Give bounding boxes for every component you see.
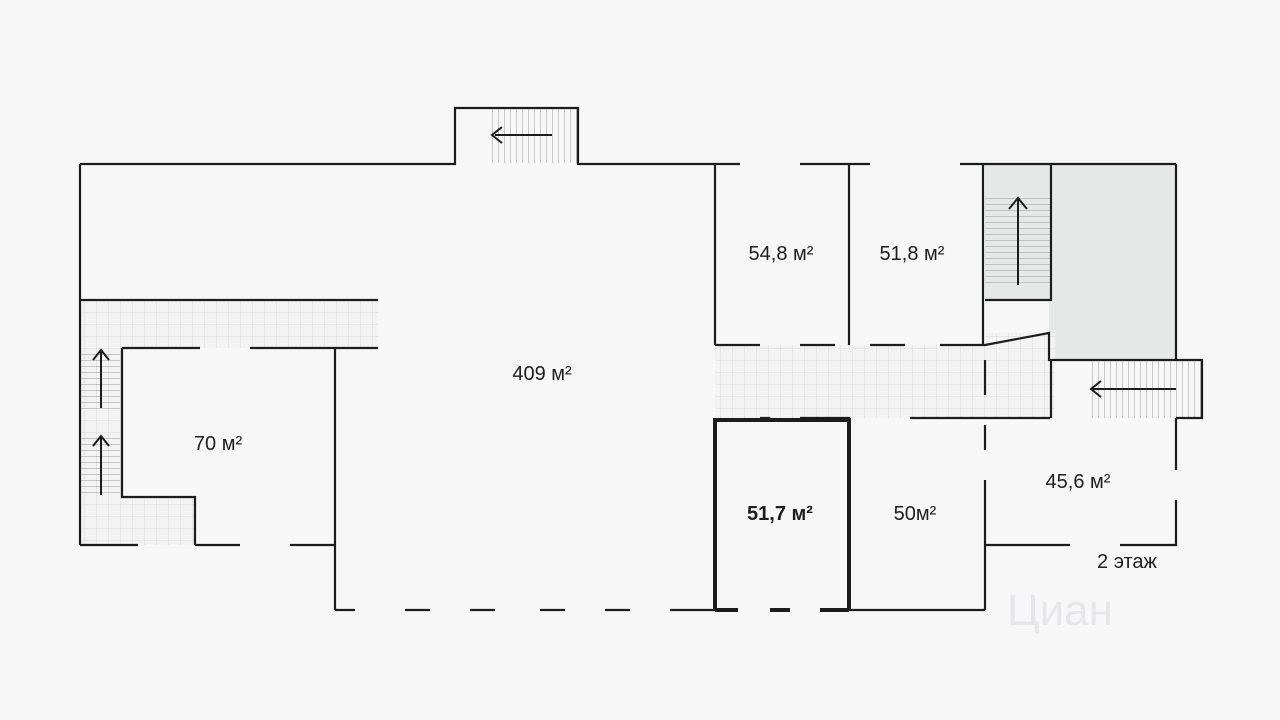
room-label-top-b: 51,8 м² (880, 243, 945, 265)
floor-label: 2 этаж (1097, 551, 1158, 573)
room-label-hall: 409 м² (512, 363, 572, 385)
watermark: Циан (1007, 586, 1113, 635)
room-label-mid: 50м² (894, 503, 937, 525)
arrow-left-icon (490, 126, 503, 144)
stair-left-upper (80, 348, 120, 410)
room-label-selected: 51,7 м² (747, 503, 813, 525)
stair-top (490, 108, 578, 163)
selected-room-outline (713, 418, 851, 612)
corridor-left-top (80, 300, 378, 348)
arrow-up-icon (92, 348, 110, 361)
shaded-cutout (985, 300, 1049, 333)
room-label-right: 45,6 м² (1046, 471, 1111, 493)
walls (78, 106, 1204, 612)
arrow-left-icon (1089, 380, 1102, 398)
shaded-cutout-2 (985, 333, 1055, 359)
corridor-left-bottom (80, 497, 195, 545)
stair-right (1089, 360, 1202, 418)
arrow-up-icon (92, 434, 110, 447)
room-label-top-a: 54,8 м² (749, 243, 814, 265)
stair-left-lower (80, 434, 120, 495)
arrow-up-icon (1008, 196, 1028, 210)
stair-right-shaft (985, 196, 1051, 286)
room-label-left: 70 м² (194, 433, 243, 455)
